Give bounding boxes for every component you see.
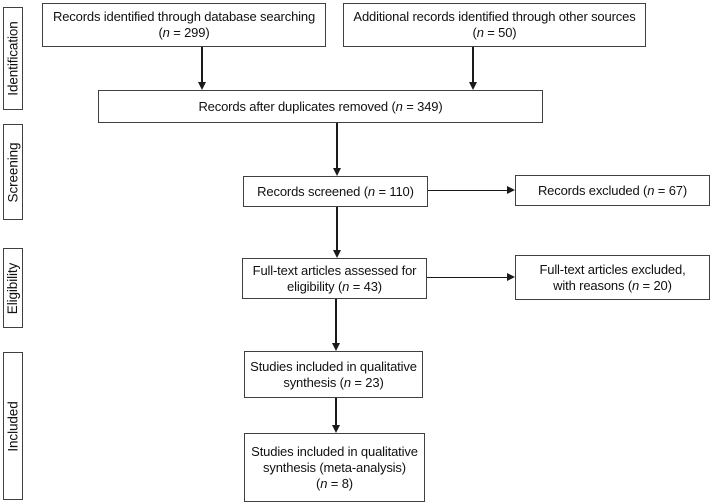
box-text-line: Full-text articles excluded, [539, 261, 686, 277]
arrow-database-to-duplicates [201, 47, 203, 82]
box-records-excluded: Records excluded (n = 67) [515, 175, 710, 206]
box-text-line: Records after duplicates removed (n = 34… [198, 98, 443, 114]
arrow-screened-to-excluded [428, 189, 507, 191]
arrow-qualitative-to-meta-analysis [335, 398, 337, 425]
box-meta-analysis: Studies included in qualitative synthesi… [244, 433, 425, 502]
box-records-screened: Records screened (n = 110) [243, 176, 428, 207]
box-text-line: (n = 50) [472, 25, 517, 40]
box-text-line: (n = 299) [158, 25, 210, 40]
box-text-line: Full-text articles assessed for [252, 262, 417, 278]
box-fulltext-articles-assessed: Full-text articles assessed for eligibil… [242, 258, 427, 299]
box-text-line: with reasons (n = 20) [553, 277, 672, 293]
arrow-screened-to-fulltext [336, 207, 338, 250]
box-text-line: Records screened (n = 110) [257, 183, 414, 199]
box-fulltext-articles-excluded: Full-text articles excluded, with reason… [515, 255, 710, 300]
stage-label-identification: Identification [3, 7, 23, 110]
box-text-line: Studies included in qualitative [251, 443, 418, 459]
stage-label-eligibility: Eligibility [3, 248, 23, 328]
arrow-other-sources-to-duplicates [472, 47, 474, 82]
box-text-line: Studies included in qualitative [250, 358, 417, 374]
box-qualitative-synthesis: Studies included in qualitative synthesi… [244, 351, 423, 398]
stage-label-text: Included [5, 400, 21, 452]
box-text-line: synthesis (meta-analysis) [263, 459, 406, 475]
arrow-duplicates-to-screened [336, 123, 338, 168]
arrow-fulltext-to-qualitative [335, 299, 337, 343]
box-text-line: synthesis (n = 23) [283, 374, 384, 390]
stage-label-text: Identification [5, 21, 21, 96]
box-text-line: Additional records identified through ot… [353, 9, 636, 24]
box-records-identified-other-sources: Additional records identified through ot… [343, 3, 646, 47]
stage-label-screening: Screening [3, 124, 23, 220]
box-text-line: Records identified through database sear… [52, 9, 316, 24]
arrow-fulltext-to-fulltext-excluded [427, 276, 507, 278]
box-text-line: Records excluded (n = 67) [537, 182, 688, 198]
stage-label-included: Included [3, 352, 23, 500]
box-records-identified-database: Records identified through database sear… [42, 3, 326, 47]
box-text-line: (n = 8) [316, 475, 353, 491]
stage-label-text: Eligibility [5, 262, 21, 314]
box-text-line: eligibility (n = 43) [287, 278, 382, 294]
stage-label-text: Screening [5, 142, 21, 202]
box-records-after-duplicates-removed: Records after duplicates removed (n = 34… [98, 90, 543, 123]
